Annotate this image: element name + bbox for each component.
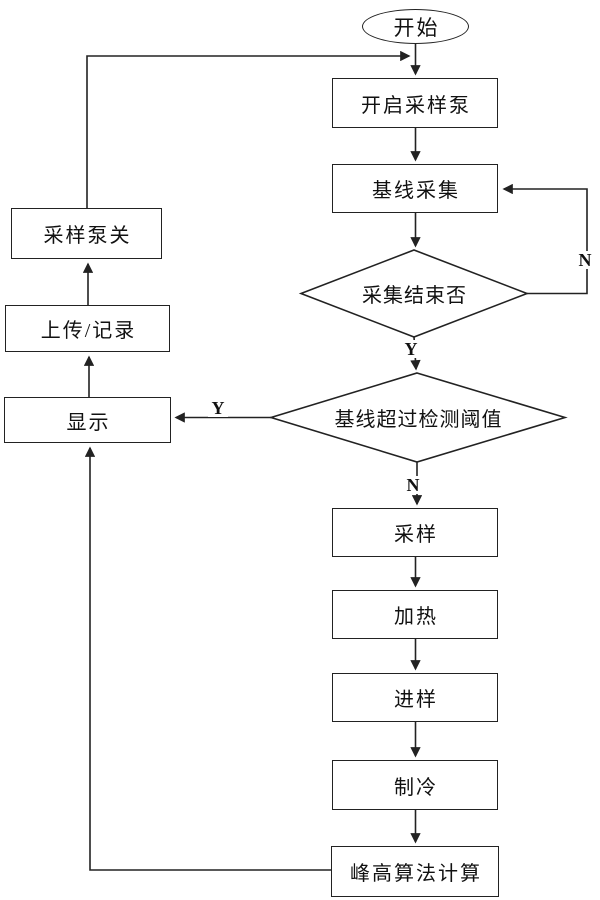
node-open-pump: 开启采样泵 (332, 78, 498, 128)
node-heating: 加热 (332, 590, 498, 639)
node-peak-height-calc-label: 峰高算法计算 (350, 863, 482, 885)
node-sampling-label: 采样 (394, 524, 438, 546)
connector-peak-calc-to-display (84, 446, 331, 871)
edge-label-threshold-no: N (403, 476, 423, 494)
decision-threshold-label: 基线超过检测阈值 (334, 409, 503, 431)
node-start: 开始 (362, 9, 469, 44)
node-heating-label: 加热 (394, 606, 438, 628)
connector-acq-no-loop (502, 183, 588, 295)
decision-acq-finished-shape (298, 249, 530, 338)
edge-label-acq-loop-no: N (575, 251, 595, 269)
node-open-pump-label: 开启采样泵 (361, 94, 471, 117)
connector-pump-off-top-loop (86, 50, 411, 208)
node-upload-record-label: 上传/记录 (40, 320, 137, 342)
node-pump-off-label: 采样泵关 (43, 225, 132, 247)
node-pump-off: 采样泵关 (11, 208, 162, 259)
decision-acq-finished-label: 采集结束否 (362, 285, 467, 307)
node-display-label: 显示 (66, 411, 111, 434)
decision-threshold-shape (268, 372, 568, 463)
node-baseline-acq-label: 基线采集 (372, 180, 460, 202)
node-injection-label: 进样 (394, 689, 438, 711)
node-injection: 进样 (332, 673, 498, 722)
decision-acq-finished: 采集结束否 (301, 250, 527, 337)
node-cooling-label: 制冷 (394, 776, 438, 799)
edge-label-acq-yes: Y (401, 340, 421, 358)
node-start-label: 开始 (393, 15, 440, 40)
edge-label-threshold-yes: Y (208, 399, 228, 417)
node-cooling: 制冷 (332, 760, 498, 810)
node-upload-record: 上传/记录 (5, 305, 170, 352)
node-sampling: 采样 (332, 508, 498, 557)
node-display: 显示 (4, 397, 171, 443)
decision-threshold: 基线超过检测阈值 (271, 373, 565, 462)
node-baseline-acq: 基线采集 (332, 164, 498, 213)
node-peak-height-calc: 峰高算法计算 (331, 846, 499, 897)
